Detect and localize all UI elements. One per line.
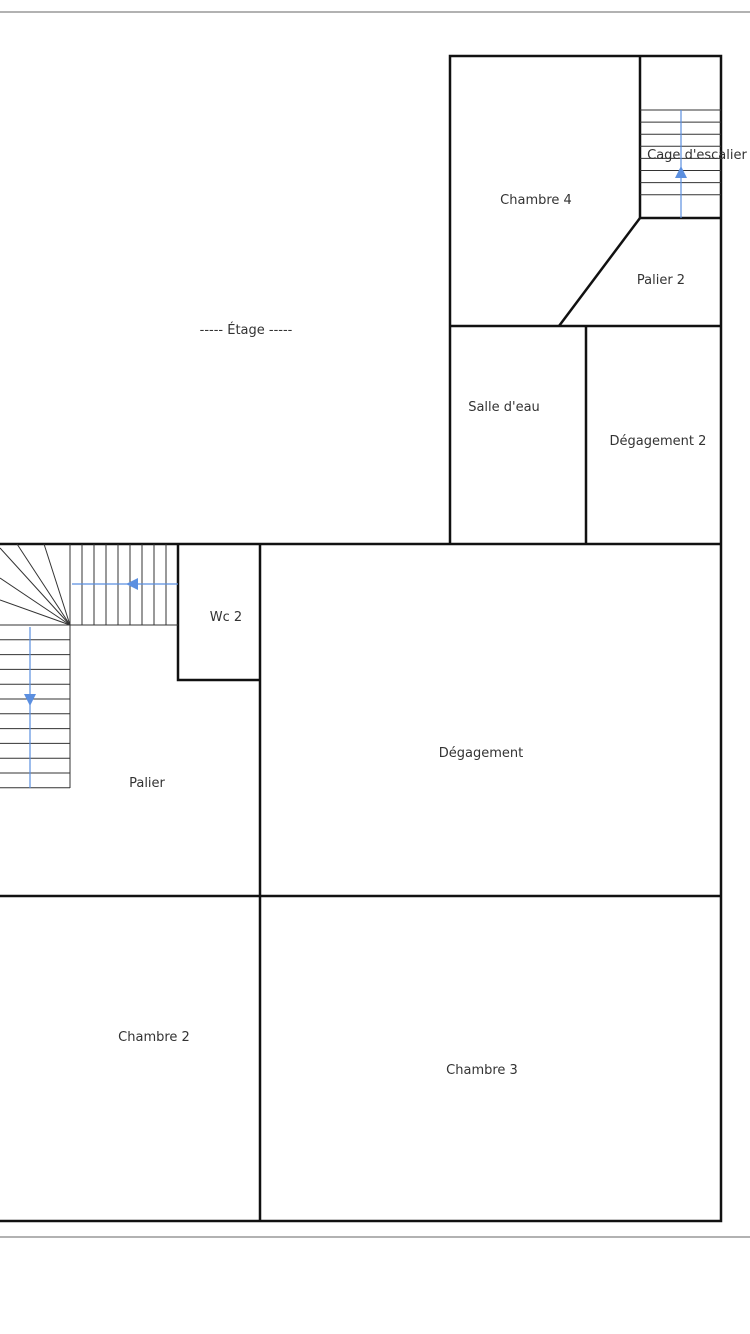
stair-step xyxy=(43,543,71,626)
stair-step xyxy=(0,547,71,626)
arrow-left-icon xyxy=(126,578,138,590)
stair-step xyxy=(0,577,71,626)
arrow-up-icon xyxy=(675,166,687,178)
room-palier-2: Palier 2 xyxy=(637,273,685,288)
walls xyxy=(0,54,723,1223)
arrow-down-icon xyxy=(24,694,36,706)
room-wc-2: Wc 2 xyxy=(210,610,242,625)
room-cage-escalier: Cage d'escalier xyxy=(647,148,747,163)
room-salle-eau: Salle d'eau xyxy=(468,400,540,415)
stair-step xyxy=(16,543,71,626)
room-chambre-4: Chambre 4 xyxy=(500,193,572,208)
level-label: ----- Étage ----- xyxy=(200,322,293,338)
room-degagement: Dégagement xyxy=(439,746,523,761)
stair-arrows xyxy=(24,110,687,788)
staircase-left xyxy=(0,543,178,789)
room-palier: Palier xyxy=(129,776,165,791)
room-chambre-3: Chambre 3 xyxy=(446,1063,518,1078)
room-chambre-2: Chambre 2 xyxy=(118,1030,190,1045)
room-degagement-2: Dégagement 2 xyxy=(610,434,707,449)
stair-step xyxy=(0,599,71,626)
